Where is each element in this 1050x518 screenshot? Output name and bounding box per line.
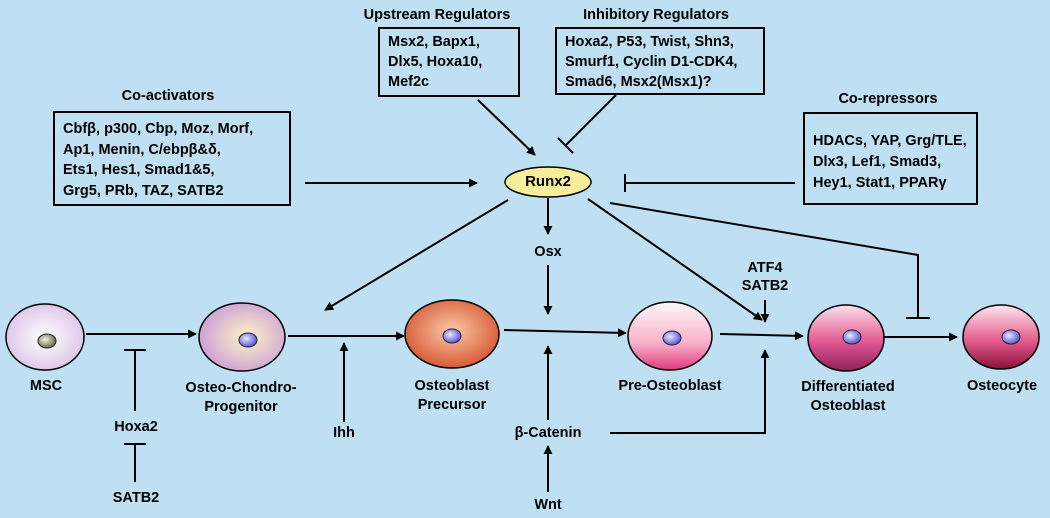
corepressor-item: Hey1, Stat1, PPARγ <box>813 175 947 191</box>
inhibitory-regulators-title: Inhibitory Regulators <box>583 7 729 23</box>
precursor-label-line: Osteoblast <box>414 378 490 394</box>
wnt-label: Wnt <box>534 497 562 513</box>
arrow-betacatenin-to-differentiation <box>610 349 770 434</box>
arrow-precursor-to-preosteoblast <box>503 328 627 338</box>
coactivator-item: Ets1, Hes1, Smad1&5, <box>63 162 215 178</box>
precursor-label-line: Precursor <box>417 397 487 413</box>
arrow-upstream-to-runx2 <box>477 99 536 156</box>
corepressor-item: HDACs, YAP, Grg/TLE, <box>813 133 967 149</box>
pre-osteoblast-label-line: Pre-Osteoblast <box>618 378 722 394</box>
beta-catenin-label: β-Catenin <box>514 425 582 441</box>
osx-label: Osx <box>534 244 562 260</box>
coactivators-box: Cbfβ, p300, Cbp, Moz, Morf, Ap1, Menin, … <box>53 111 291 206</box>
cell-msc <box>5 303 85 371</box>
progenitor-label: Osteo-Chondro- Progenitor <box>185 379 296 417</box>
progenitor-label-line: Progenitor <box>204 399 278 415</box>
nucleus-icon <box>442 328 462 344</box>
osteocyte-label-line: Osteocyte <box>966 378 1038 394</box>
differentiated-label-line: Osteoblast <box>810 398 886 414</box>
nucleus-icon <box>238 332 258 348</box>
coactivators-title: Co-activators <box>121 88 215 104</box>
satb2-lower-label: SATB2 <box>112 490 160 506</box>
arrow-runx2-to-differentiation-step <box>587 198 763 321</box>
msc-label: MSC <box>30 378 62 394</box>
arrow-runx2-to-progenitor-step <box>324 199 509 311</box>
runx2-hub-shape <box>504 166 592 198</box>
inhibitory-item: Hoxa2, P53, Twist, Shn3, <box>565 34 734 50</box>
upstream-item: Dlx5, Hoxa10, <box>388 54 483 70</box>
differentiated-label-line: Differentiated <box>801 379 895 395</box>
ihh-label: Ihh <box>333 425 355 441</box>
coactivator-item: Ap1, Menin, C/ebpβ&δ, <box>63 141 221 158</box>
inhibit-bar-inhibitory <box>557 137 574 154</box>
progenitor-label-line: Osteo-Chondro- <box>185 380 297 396</box>
nucleus-icon <box>662 330 682 346</box>
arrow-preosteoblast-to-differentiated <box>719 331 804 341</box>
cell-osteoblast-precursor <box>404 299 500 369</box>
differentiated-osteoblast-label: Differentiated Osteoblast <box>801 378 894 416</box>
nucleus-icon <box>1001 329 1021 345</box>
inhibitory-item: Smurf1, Cyclin D1-CDK4, <box>565 54 738 70</box>
corepressors-box: HDACs, YAP, Grg/TLE, Dlx3, Lef1, Smad3, … <box>803 112 978 205</box>
inhibit-runx2-to-osteocyte-step <box>609 202 919 318</box>
hoxa2-label: Hoxa2 <box>114 419 158 435</box>
cell-differentiated-osteoblast <box>807 304 885 372</box>
msc-label-line: MSC <box>29 378 63 394</box>
corepressors-title: Co-repressors <box>838 91 938 107</box>
upstream-regulators-title: Upstream Regulators <box>363 7 511 23</box>
upstream-item: Mef2c <box>388 74 430 90</box>
runx2-label: Runx2 <box>525 173 571 190</box>
corepressor-item: Dlx3, Lef1, Smad3, <box>813 154 942 170</box>
nucleus-icon <box>842 329 862 345</box>
atf4-label: ATF4 <box>747 260 783 276</box>
cell-osteo-chondro-progenitor <box>198 302 286 372</box>
upstream-regulators-box: Msx2, Bapx1, Dlx5, Hoxa10, Mef2c <box>378 27 520 97</box>
upstream-item: Msx2, Bapx1, <box>388 34 480 50</box>
coactivator-item: Grg5, PRb, TAZ, SATB2 <box>63 182 224 199</box>
nucleus-icon <box>37 333 57 349</box>
cell-pre-osteoblast <box>627 301 713 371</box>
inhibitory-regulators-box: Hoxa2, P53, Twist, Shn3, Smurf1, Cyclin … <box>555 27 765 95</box>
coactivator-item: Cbfβ, p300, Cbp, Moz, Morf, <box>63 121 254 137</box>
inhibit-inhibitory-to-runx2 <box>565 94 617 146</box>
cell-osteocyte <box>962 304 1040 370</box>
osteocyte-label: Osteocyte <box>967 378 1037 394</box>
inhibitory-item: Smad6, Msx2(Msx1)? <box>565 74 712 90</box>
precursor-label: Osteoblast Precursor <box>415 377 490 415</box>
pre-osteoblast-label: Pre-Osteoblast <box>618 378 721 394</box>
satb2-upper-label: SATB2 <box>741 278 789 294</box>
